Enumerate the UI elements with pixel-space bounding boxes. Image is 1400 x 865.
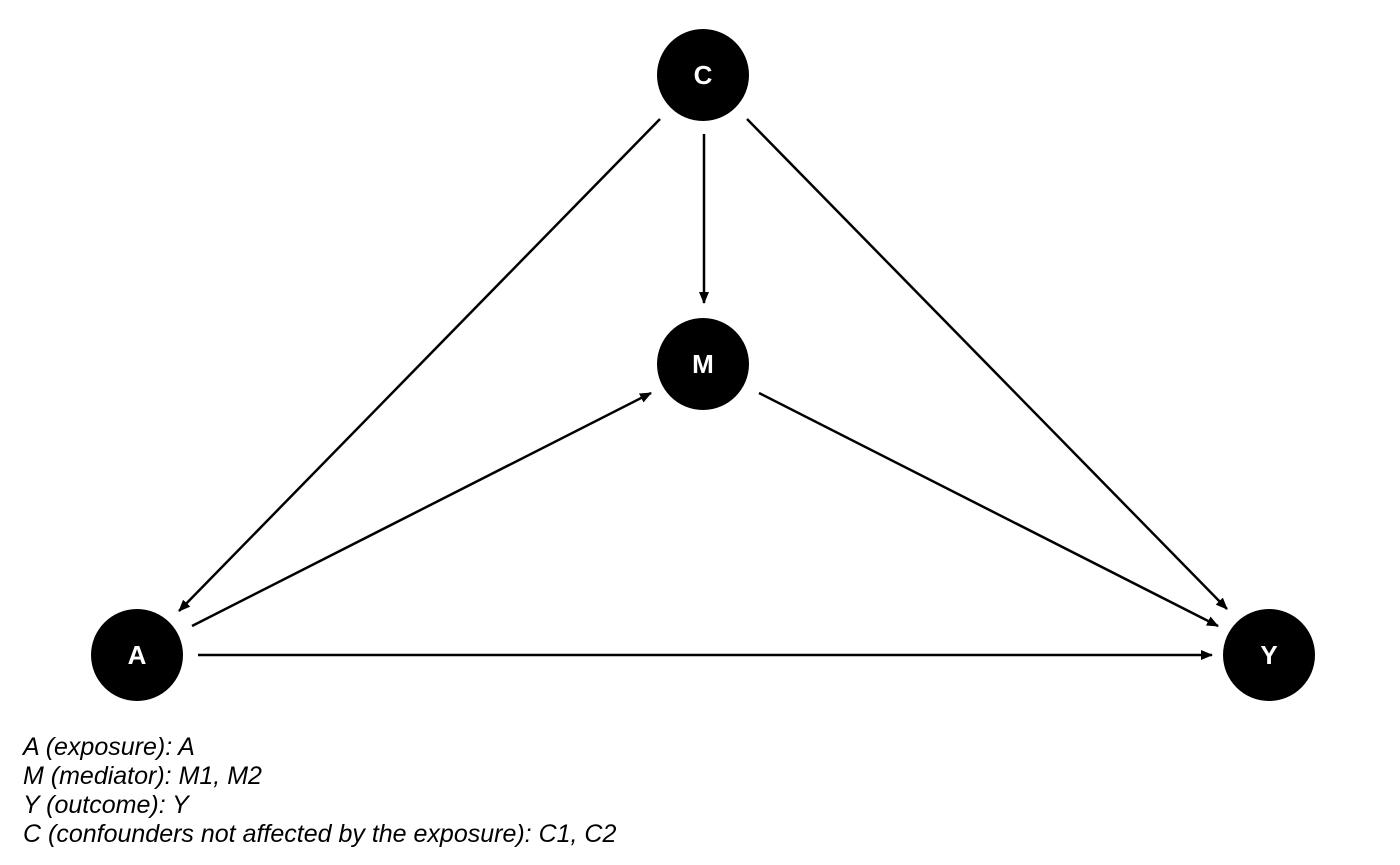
legend: A (exposure): A M (mediator): M1, M2 Y (…: [23, 733, 616, 849]
node-a-label: A: [128, 640, 147, 670]
node-y: Y: [1223, 609, 1315, 701]
node-c-label: C: [694, 60, 713, 90]
node-m-label: M: [692, 349, 714, 379]
edge-c-to-a: [178, 118, 661, 612]
legend-mediator: M (mediator): M1, M2: [23, 762, 262, 790]
legend-exposure: A (exposure): A: [23, 733, 195, 761]
edge-c-to-y: [746, 118, 1228, 610]
legend-confounders: C (confounders not affected by the expos…: [23, 820, 617, 848]
node-y-label: Y: [1260, 640, 1277, 670]
node-a: A: [91, 609, 183, 701]
legend-outcome: Y (outcome): Y: [23, 791, 189, 819]
edge-a-to-m: [191, 391, 652, 628]
node-m: M: [657, 318, 749, 410]
edge-m-to-y: [758, 391, 1219, 628]
node-c: C: [657, 29, 749, 121]
